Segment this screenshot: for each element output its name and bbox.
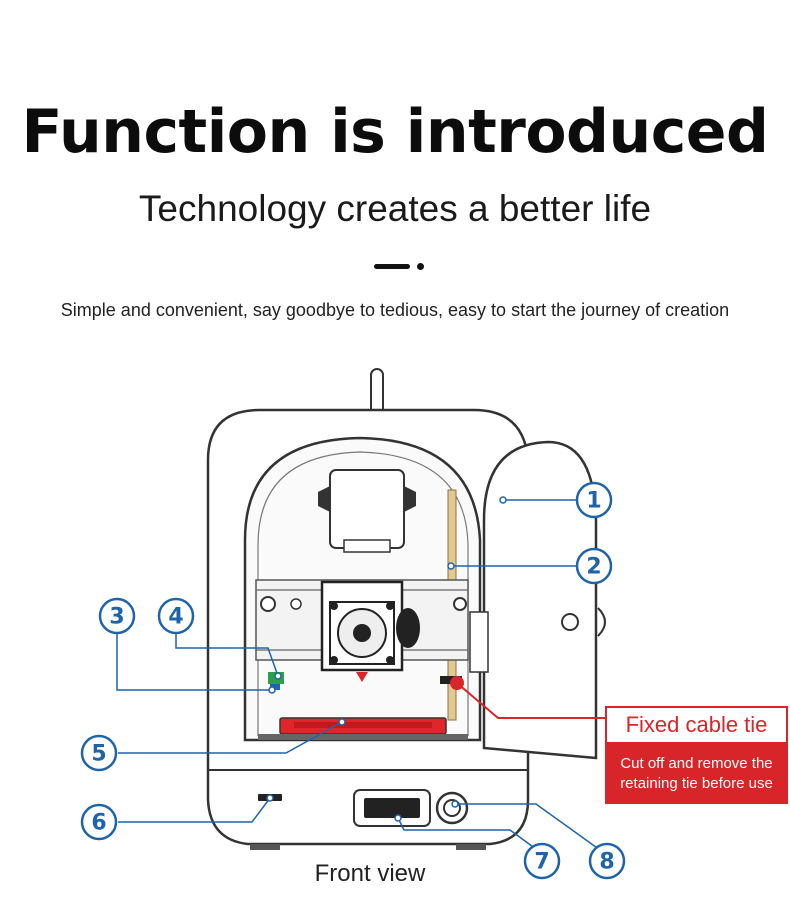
spool-holder — [330, 470, 404, 548]
bed-base — [258, 734, 468, 740]
gantry-bolt-left — [261, 597, 275, 611]
cable-tie-note-line2: retaining tie before use — [605, 774, 788, 794]
gantry-bolt-left2 — [291, 599, 301, 609]
spool-holder-base — [344, 540, 390, 552]
callout-number-7: 7 — [534, 850, 549, 875]
leader-dot-7 — [395, 815, 401, 821]
front-view-label: Front view — [270, 860, 470, 888]
printer-foot-left — [250, 844, 280, 850]
leader-dot-2 — [448, 563, 454, 569]
callout-number-8: 8 — [599, 850, 614, 875]
fan-screw-3 — [330, 656, 338, 664]
gantry-bolt-right — [454, 598, 466, 610]
leader-dot-6 — [267, 795, 273, 801]
printer-foot-right — [456, 844, 486, 850]
callout-number-3: 3 — [109, 605, 124, 630]
leader-dot-4 — [275, 673, 281, 679]
fan-screw-1 — [330, 602, 338, 610]
cable-tie-note-line1: Cut off and remove the — [605, 754, 788, 774]
door-hinge-block — [470, 612, 488, 672]
door-knob — [562, 614, 578, 630]
fan-screw-2 — [386, 602, 394, 610]
extruder-motor — [396, 608, 420, 648]
leader-dot-5 — [339, 719, 345, 725]
callout-number-2: 2 — [586, 555, 601, 580]
fan-hub — [353, 624, 371, 642]
fan-screw-4 — [386, 656, 394, 664]
door-handle — [598, 608, 605, 636]
callout-number-5: 5 — [91, 742, 106, 767]
leader-dot-8 — [452, 801, 458, 807]
leader-dot-3 — [269, 687, 275, 693]
cable-tie-title: Fixed cable tie — [605, 706, 788, 744]
usb-port-inner — [364, 798, 420, 818]
callout-number-6: 6 — [91, 811, 106, 836]
cable-tie-note: Cut off and remove the retaining tie bef… — [605, 744, 788, 804]
callout-number-1: 1 — [586, 489, 601, 514]
build-plate-support — [294, 722, 432, 728]
leader-dot-1 — [500, 497, 506, 503]
callout-number-4: 4 — [168, 605, 183, 630]
